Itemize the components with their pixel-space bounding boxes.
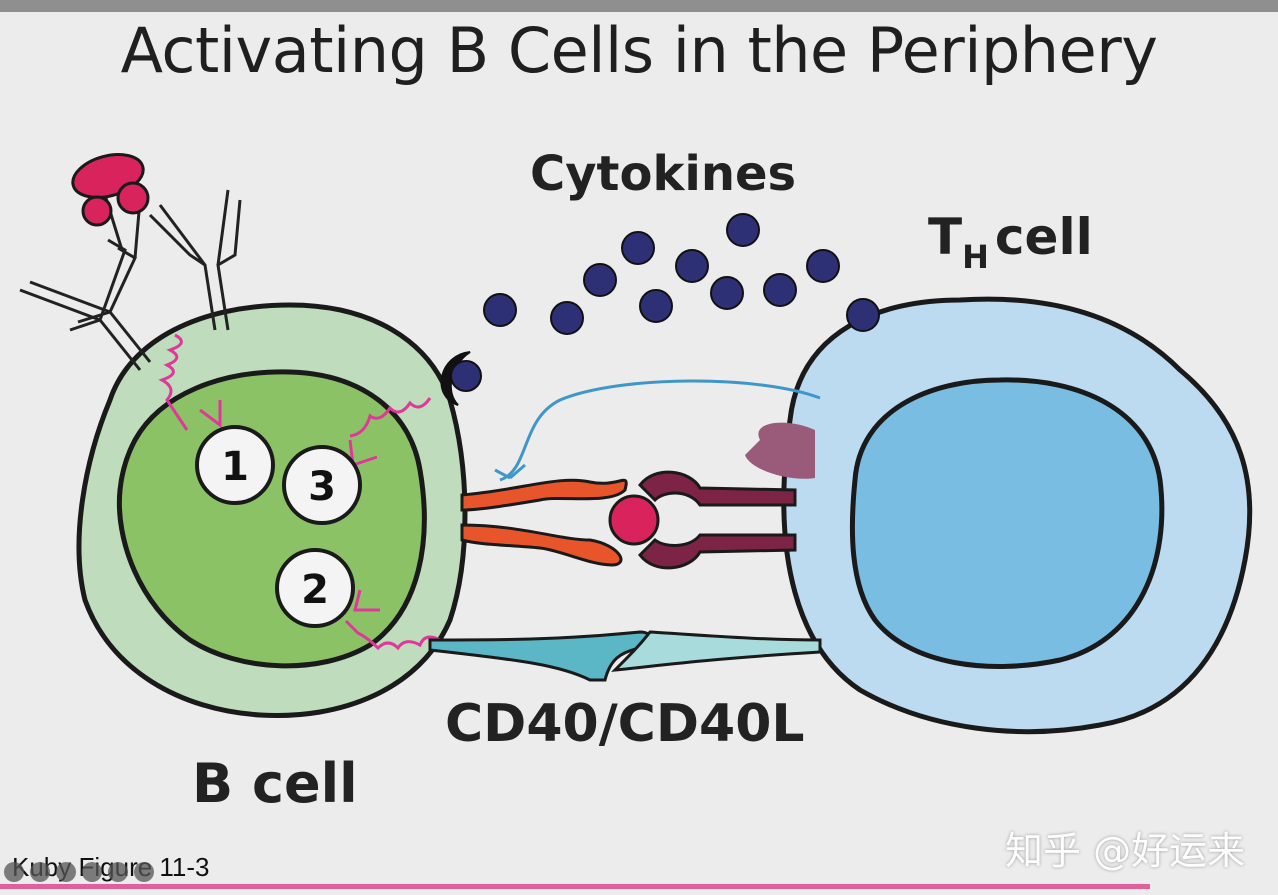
cytokine [550,301,584,335]
co-receptor-line [494,379,821,482]
bcr-left [19,238,152,371]
signal-circle-1 [195,425,275,505]
th-cell-label-t: T [928,208,963,266]
th-cell-label-subscript: H [962,238,989,276]
tcr [638,470,797,570]
cytokine [763,273,797,307]
cytokine [806,249,840,283]
zoom-icon[interactable] [82,862,102,882]
pen-icon[interactable] [30,862,50,882]
signal-number-2: 2 [301,567,329,613]
cytokine [846,298,880,332]
next-slide-icon[interactable] [134,862,154,882]
cytokine [675,249,709,283]
cytokine [639,289,673,323]
mhc-arm-bottom [460,523,623,567]
top-bar [0,0,1278,12]
cytokines [483,213,880,335]
antigen-sub-right [116,181,150,215]
cytokine [483,293,517,327]
b-cell [76,302,468,719]
tcr-arm-bottom [638,533,797,570]
prev-slide-icon[interactable] [4,862,24,882]
b-cell-label: B cell [192,752,358,815]
th-cell [781,296,1253,735]
cd40-label: CD40/CD40L [445,694,805,754]
tcr-arm-top [638,470,797,507]
cytokine [621,231,655,265]
slide-toolbar [4,862,154,882]
signal-circle-2 [275,548,355,628]
cytokine-receptor [440,351,482,406]
cytokine [583,263,617,297]
cytokines-label: Cytokines [530,146,797,202]
signal-circles: 1 3 2 [195,425,362,628]
progress-bar [0,884,1150,889]
b-cell-nucleus [116,369,427,669]
more-icon[interactable] [108,862,128,882]
slide-title: Activating B Cells in the Periphery [120,14,1158,87]
bound-cytokine [450,360,482,392]
slides-icon[interactable] [56,862,76,882]
antigen [71,153,150,227]
signal-arrow-1 [158,333,189,431]
bcr-antibodies [19,189,242,371]
signal-arrow-2-head [353,589,380,612]
watermark: 知乎 @好运来 [1005,829,1246,873]
th-cell-label-rest: cell [994,208,1093,266]
signal-arrow-1-head [199,400,222,428]
peptide [608,494,660,546]
cd40 [428,630,653,682]
signal-arrow-2 [344,619,441,651]
cd40-cd40l [428,630,822,682]
antigen-sub-left [81,195,113,227]
th-cell-nucleus [849,377,1165,669]
bcr-right [148,189,242,331]
signal-circle-3 [282,445,362,525]
signal-number-1: 1 [221,444,249,490]
cytokine [726,213,760,247]
mhc-arm-top [460,478,628,512]
cytokine [710,276,744,310]
signal-arrow-3 [349,397,432,438]
signal-number-3: 3 [308,464,336,510]
cd40l [611,630,822,672]
mhc-molecule [460,478,628,567]
cd4-molecule [745,422,815,479]
signal-arrows [158,333,441,651]
